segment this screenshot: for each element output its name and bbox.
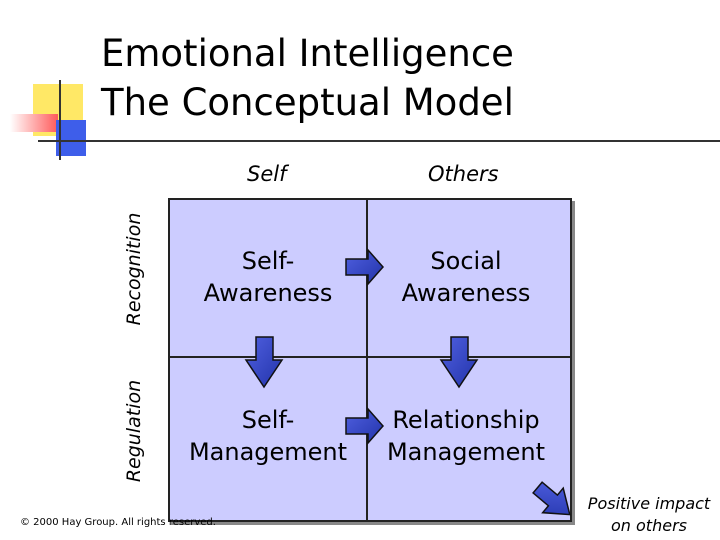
impact-line2: on others <box>611 516 687 535</box>
cell-social-awareness-line2: Awareness <box>401 279 531 307</box>
decorative-vertical-line <box>59 80 61 160</box>
positive-impact-label: Positive impact on others <box>585 493 713 537</box>
decorative-blue-square <box>56 120 86 156</box>
cell-self-management-line1: Self- <box>241 406 295 434</box>
title-underline <box>38 140 720 142</box>
cell-social-awareness-line1: Social <box>430 247 502 275</box>
cell-relationship-management-line2: Management <box>386 438 546 466</box>
cell-self-management-line2: Management <box>188 438 348 466</box>
cell-social-awareness: Social Awareness <box>368 245 564 309</box>
cell-relationship-management-line1: Relationship <box>392 406 540 434</box>
copyright-notice: © 2000 Hay Group. All rights reserved. <box>20 517 216 528</box>
column-header-others: Others <box>428 162 499 186</box>
decorative-red-bar <box>10 114 58 132</box>
impact-line1: Positive impact <box>587 494 711 513</box>
grid-vertical-divider <box>366 198 368 520</box>
row-header-regulation: Regulation <box>123 379 145 483</box>
page-title-line1: Emotional Intelligence <box>101 32 514 75</box>
cell-self-awareness-line1: Self- <box>241 247 295 275</box>
row-header-recognition: Recognition <box>123 212 145 326</box>
cell-self-awareness: Self- Awareness <box>170 245 366 309</box>
grid-horizontal-divider <box>168 356 570 358</box>
cell-self-awareness-line2: Awareness <box>203 279 333 307</box>
column-header-self: Self <box>247 162 287 186</box>
cell-relationship-management: Relationship Management <box>368 404 564 468</box>
cell-self-management: Self- Management <box>170 404 366 468</box>
page-title-line2: The Conceptual Model <box>101 81 514 124</box>
